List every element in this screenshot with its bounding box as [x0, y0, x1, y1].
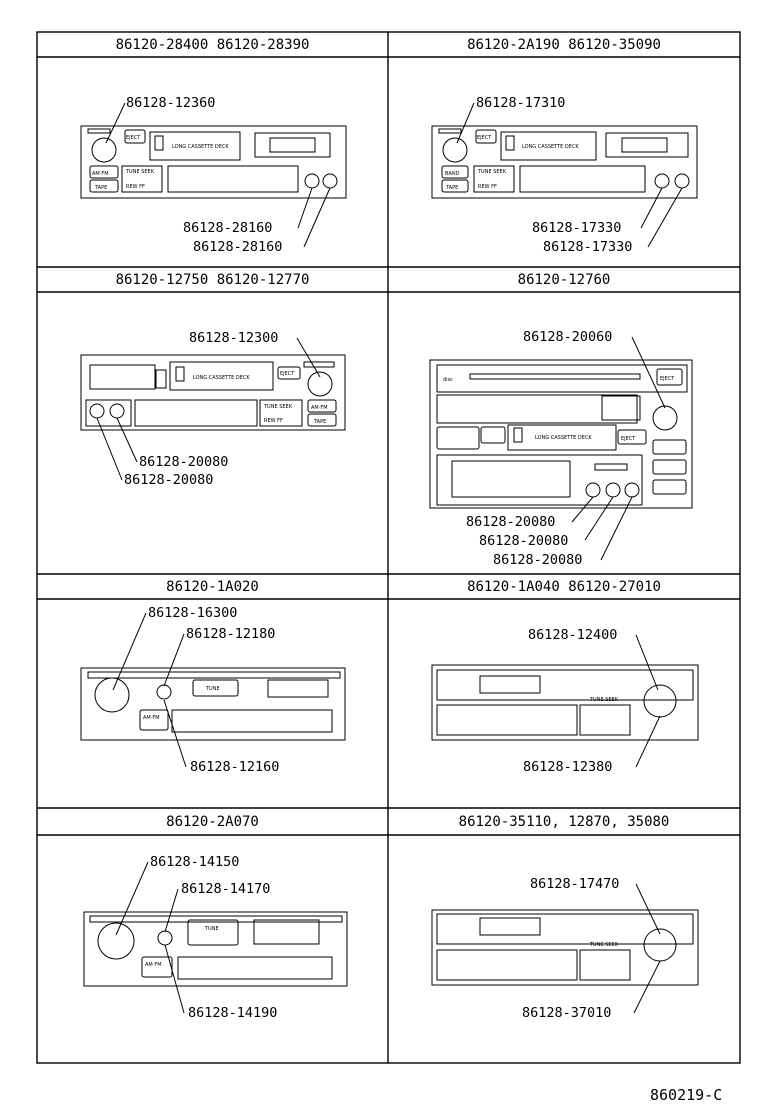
part-number-callout: 86128-37010	[522, 1005, 612, 1021]
tune-label: TUNE SEEK	[263, 404, 293, 410]
tune-label: TUNE SEEK	[589, 942, 619, 948]
tape-label: TAPE	[313, 419, 326, 425]
part-number-callout: 86128-12180	[186, 626, 276, 642]
rew-ff-label: REW FF	[264, 418, 283, 424]
part-number-callout: 86128-20080	[493, 552, 583, 568]
cassette-label: LONG CASSETTE DECK	[535, 435, 592, 441]
tape-label: TAPE	[94, 185, 107, 191]
panel-header: 86120-1A020	[166, 579, 259, 595]
part-number-callout: 86128-17330	[532, 220, 622, 236]
cassette-label: LONG CASSETTE DECK	[522, 144, 579, 150]
radio-unit-1	[80, 125, 347, 199]
part-number-callout: 86128-20080	[139, 454, 229, 470]
tune-label: TUNE SEEK	[477, 169, 507, 175]
part-number-callout: 86128-20080	[466, 514, 556, 530]
tune-label: TUNE SEEK	[589, 697, 619, 703]
part-number-callout: 86128-20060	[523, 329, 613, 345]
eject-label: EJECT	[280, 371, 295, 377]
part-number-callout: 86128-20080	[124, 472, 214, 488]
panel-header: 86120-35110, 12870, 35080	[458, 814, 670, 830]
radio-unit-6	[431, 664, 699, 741]
part-number-callout: 86128-20080	[479, 533, 569, 549]
radio-unit-2	[431, 125, 698, 199]
am-fm-label: AM·FM	[145, 962, 162, 968]
eject-label: EJECT	[660, 376, 675, 382]
panel-header: 86120-12760	[517, 272, 611, 288]
radio-unit-7	[83, 911, 348, 987]
part-number-callout: 86128-17310	[476, 95, 566, 111]
radio-unit-5	[80, 667, 346, 741]
part-number-callout: 86128-12360	[126, 95, 216, 111]
am-fm-label: AM·FM	[143, 715, 160, 721]
part-number-callout: 86128-14170	[181, 881, 271, 897]
part-number-callout: 86128-28160	[183, 220, 273, 236]
radio-unit-8	[431, 909, 699, 986]
rew-ff-label: REW FF	[478, 184, 497, 190]
rew-ff-label: REW FF	[126, 184, 145, 190]
disc-label: disc	[443, 377, 453, 383]
band-label: BAND	[445, 171, 460, 177]
am-fm-label: AM·FM	[311, 405, 328, 411]
part-number-callout: 86128-12160	[190, 759, 280, 775]
cassette-label: LONG CASSETTE DECK	[193, 375, 250, 381]
tape-label: TAPE	[445, 185, 458, 191]
panel-header: 86120-1A040 86120-27010	[467, 579, 661, 595]
part-number-callout: 86128-12380	[523, 759, 613, 775]
tune-label: TUNE SEEK	[125, 169, 155, 175]
eject-label: EJECT	[621, 436, 636, 442]
eject-label: EJECT	[477, 135, 492, 141]
panel-header: 86120-12750 86120-12770	[115, 272, 310, 288]
panel-header: 86120-2A190 86120-35090	[467, 37, 661, 53]
am-fm-label: AM·FM	[92, 171, 109, 177]
part-number-callout: 86128-14190	[188, 1005, 278, 1021]
part-number-callout: 86128-12400	[528, 627, 618, 643]
diagram-code: 860219-C	[650, 1086, 723, 1104]
part-number-callout: 86128-16300	[148, 605, 238, 621]
tune-label: TUNE	[204, 926, 219, 932]
part-number-callout: 86128-17330	[543, 239, 633, 255]
eject-label: EJECT	[126, 135, 141, 141]
part-number-callout: 86128-28160	[193, 239, 283, 255]
tune-label: TUNE	[205, 686, 220, 692]
panel-header: 86120-2A070	[166, 814, 259, 830]
part-number-callout: 86128-14150	[150, 854, 240, 870]
part-number-callout: 86128-17470	[530, 876, 620, 892]
part-number-callout: 86128-12300	[189, 330, 279, 346]
panel-header: 86120-28400 86120-28390	[115, 37, 310, 53]
cassette-label: LONG CASSETTE DECK	[172, 144, 229, 150]
leader-lines	[96, 102, 683, 1014]
radio-unit-3	[80, 354, 346, 431]
